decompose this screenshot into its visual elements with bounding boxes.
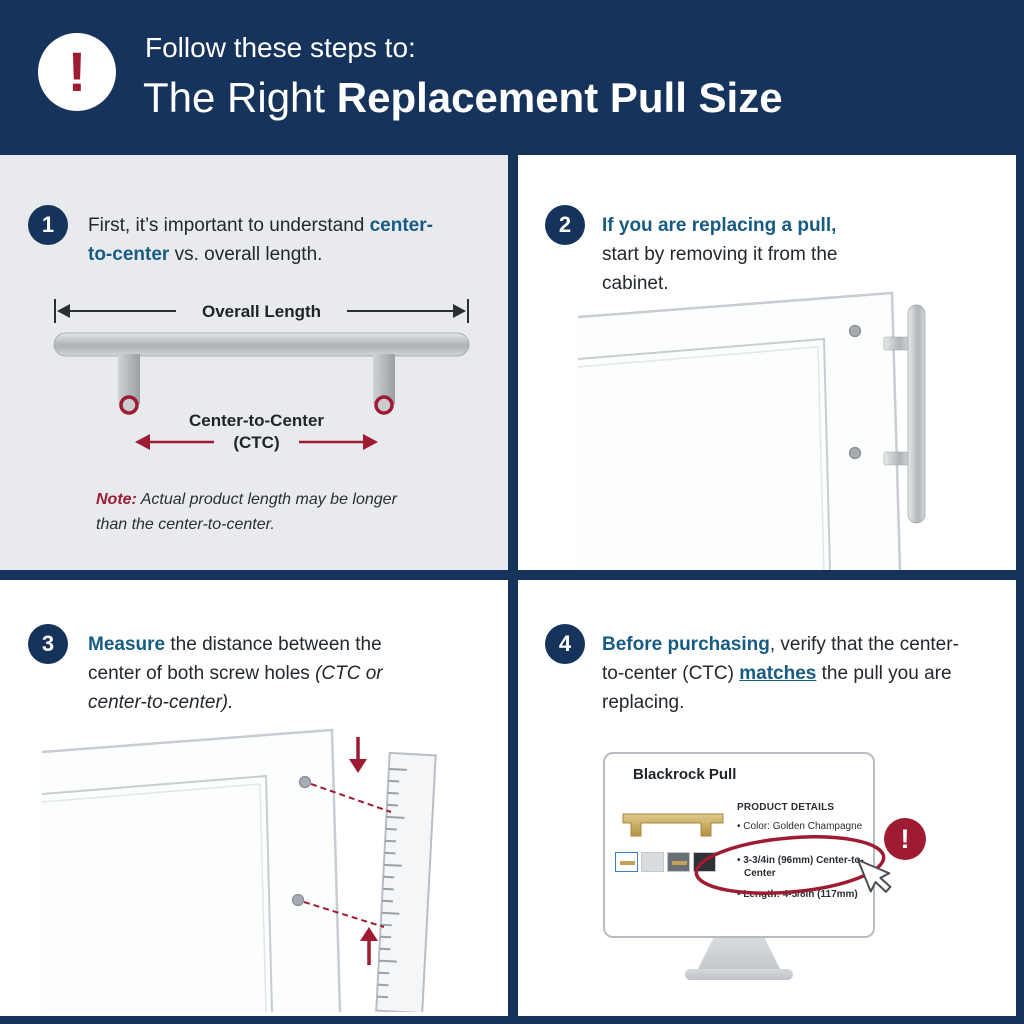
door-outer-edge — [42, 728, 342, 1012]
step-3-text-highlight: Measure — [88, 634, 166, 655]
step-4-text-middle: , verify that the center-to-center (CTC) — [602, 634, 959, 684]
door-panel-line-inner — [42, 783, 267, 1012]
pull-post-bottom — [883, 451, 911, 466]
pull-bar — [53, 332, 470, 357]
alert-glyph: ! — [67, 40, 87, 103]
monitor-stand — [697, 937, 781, 971]
step-3-text-italic: (CTC or center-to-center). — [88, 663, 383, 713]
step-3-number-badge: 3 — [28, 624, 68, 664]
thumbnail-1 — [615, 852, 638, 872]
thumbnail-3 — [667, 852, 690, 872]
product-bullet-ctc: • 3-3/4in (96mm) Center-to-Center — [737, 855, 864, 879]
alert-exclamation-badge: ! — [884, 818, 926, 860]
step-1-text-highlight: center-to-center — [88, 215, 433, 265]
thumbnail-pull-mini — [672, 861, 687, 865]
cabinet-door — [578, 293, 900, 570]
screw-hole-highlight-right — [374, 395, 394, 415]
thumbnail-2 — [641, 852, 664, 872]
page-title-bold: Replacement Pull Size — [336, 74, 783, 121]
ctc-label: Center-to-Center — [189, 411, 324, 430]
pull-post-left — [118, 354, 140, 404]
step-1-number: 1 — [41, 212, 55, 237]
product-details-heading: PRODUCT DETAILS — [737, 802, 835, 813]
ruler — [375, 751, 437, 1012]
measure-arrow-down-icon — [349, 759, 367, 773]
screw-hole-highlight-left — [119, 395, 139, 415]
step-4-number-badge: 4 — [545, 624, 585, 664]
arrowhead-left-icon — [57, 304, 70, 318]
step-4-panel: 4 Before purchasing, verify that the cen… — [518, 580, 1016, 1016]
measuring-ctc-illustration — [42, 728, 437, 1012]
step-3-text-middle: the distance between the center of both … — [88, 634, 382, 684]
step-2-number-badge: 2 — [545, 205, 585, 245]
monitor-stand-base — [685, 969, 793, 980]
step-4-text: Before purchasing, verify that the cente… — [602, 630, 970, 717]
product-thumbnails — [615, 852, 716, 872]
gold-pull-shape — [622, 813, 724, 837]
alert-exclamation-icon: ! — [38, 33, 116, 111]
step-4-text-highlight: Before purchasing — [602, 634, 770, 655]
screw-hole-top — [298, 775, 312, 789]
product-page-monitor: Blackrock Pull PRODUCT DETAILS — [603, 752, 875, 938]
product-bullet-color: • Color: Golden Champagne — [737, 821, 863, 832]
thumbnail-pull-mini — [620, 861, 635, 865]
golden-pull-image — [622, 813, 724, 837]
screw-hole-top — [848, 324, 862, 338]
note-text: Actual product length may be longer than… — [96, 491, 397, 533]
step-3-number: 3 — [41, 631, 55, 656]
step-4-number: 4 — [558, 631, 572, 656]
product-name: Blackrock Pull — [633, 766, 737, 783]
step-2-text-after: start by removing it from the cabinet. — [602, 244, 838, 294]
page-title: The Right Replacement Pull Size — [143, 74, 783, 122]
steps-grid: 1 First, it’s important to understand ce… — [0, 155, 1024, 1024]
step-2-number: 2 — [558, 212, 572, 237]
step-3-panel: 3 Measure the distance between the cente… — [0, 580, 508, 1016]
door-panel-line — [578, 337, 831, 570]
step-1-text: First, it’s important to understand cent… — [88, 211, 440, 269]
screw-hole-bottom — [291, 893, 305, 907]
step-1-text-after: vs. overall length. — [169, 244, 323, 265]
ctc-arrowhead-left-icon — [135, 434, 150, 450]
thumbnail-4 — [693, 852, 716, 872]
step-4-text-matches: matches — [739, 663, 817, 684]
step-1-number-badge: 1 — [28, 205, 68, 245]
step-1-panel: 1 First, it’s important to understand ce… — [0, 155, 508, 570]
note-label: Note: — [96, 491, 137, 508]
cabinet-door — [42, 730, 340, 1012]
step-3-text: Measure the distance between the center … — [88, 630, 418, 717]
pull-post-top — [883, 336, 911, 351]
door-panel-line-inner — [578, 346, 825, 570]
overall-length-label: Overall Length — [202, 302, 321, 321]
alert-glyph: ! — [900, 823, 910, 854]
step-2-text: If you are replacing a pull, start by re… — [602, 211, 840, 298]
arrowhead-right-icon — [453, 304, 466, 318]
header: ! Follow these steps to: The Right Repla… — [0, 0, 1024, 155]
pull-post-right — [373, 354, 395, 404]
screw-hole-bottom — [848, 446, 862, 460]
step-1-text-before: First, it’s important to understand — [88, 215, 370, 236]
ctc-arrowhead-right-icon — [363, 434, 378, 450]
step-1-note: Note: Actual product length may be longe… — [96, 487, 426, 537]
step-2-text-highlight: If you are replacing a pull, — [602, 215, 837, 236]
cabinet-door-pull-removal-illustration — [578, 291, 926, 570]
ruler-ticks — [376, 767, 407, 999]
product-bullet-length: • Length: 4-5/8in (117mm) — [737, 889, 858, 900]
dashed-guide-bottom — [303, 901, 385, 928]
door-outer-edge — [578, 291, 902, 570]
dashed-guide-top — [310, 783, 392, 813]
door-panel-line — [42, 774, 273, 1012]
ctc-abbr-label: (CTC) — [233, 433, 279, 452]
pull-measurement-diagram: Overall Length Center-to-Center (CTC) — [53, 299, 470, 452]
step-4-text-after: the pull you are replacing. — [602, 663, 952, 713]
measure-arrow-up-icon — [360, 927, 378, 941]
page-title-regular: The Right — [143, 74, 337, 121]
removed-pull-bar — [907, 304, 926, 524]
header-intro: Follow these steps to: — [145, 32, 416, 63]
step-2-panel: 2 If you are replacing a pull, start by … — [518, 155, 1016, 570]
